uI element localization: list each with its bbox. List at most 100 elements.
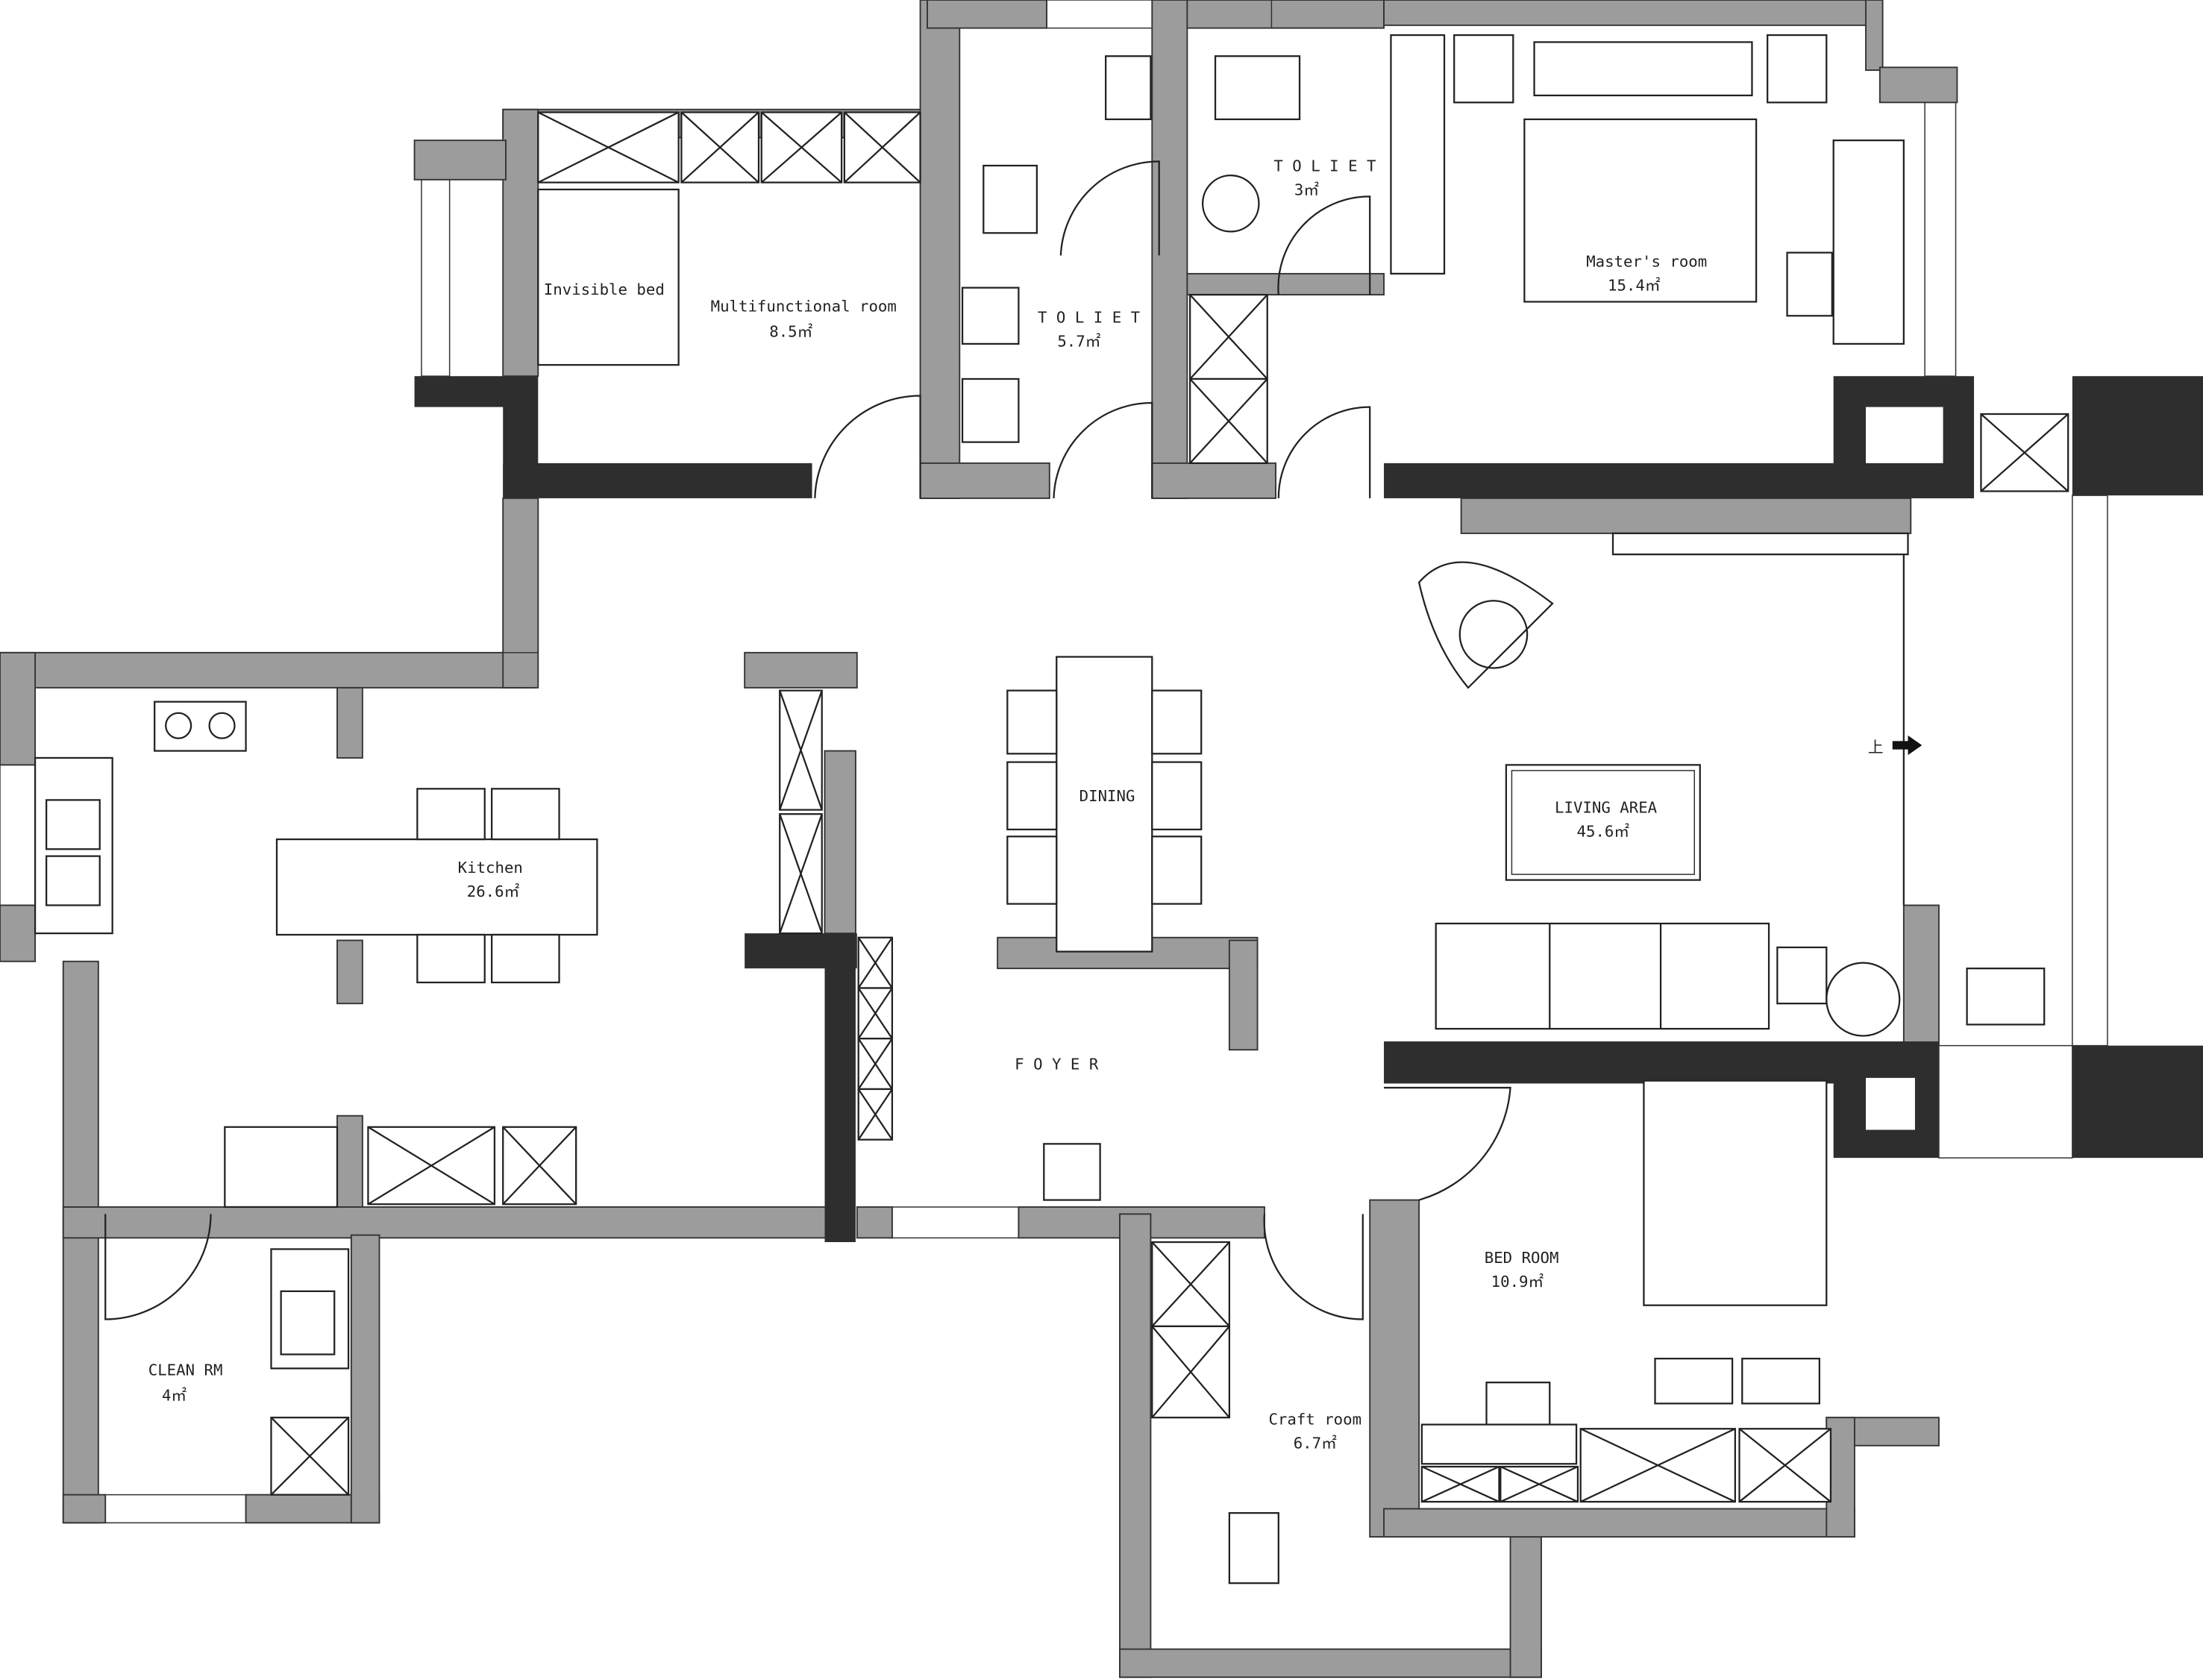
door-swing — [1263, 1214, 1364, 1320]
room-labels: Invisible bed Multifunctional room 8.5㎡ … — [148, 157, 1884, 1452]
side-table — [1458, 600, 1529, 669]
living-details — [165, 175, 1922, 1037]
furniture-item — [154, 700, 247, 752]
room-name-kitchen: Kitchen — [458, 859, 523, 877]
wall — [927, 0, 1047, 29]
cabinets — [270, 111, 2069, 1503]
furniture-item — [1611, 532, 1909, 556]
stove-burner-left — [165, 712, 192, 739]
cabinet-cross — [857, 1088, 893, 1141]
column-void — [1866, 1077, 1915, 1130]
wall — [1151, 0, 1188, 499]
wall — [336, 686, 363, 759]
room-name-foyer: F O Y E R — [1015, 1056, 1099, 1073]
furniture-item — [961, 377, 1020, 443]
furniture-item — [1453, 34, 1514, 104]
furniture-item — [1533, 41, 1753, 97]
furniture-item — [1043, 1143, 1101, 1201]
wall — [1878, 66, 1958, 104]
furniture-item — [1006, 761, 1058, 831]
furniture-item — [1214, 55, 1301, 121]
door-swing — [1053, 401, 1153, 498]
room-name-master: Master's room — [1586, 252, 1707, 270]
wall — [856, 1206, 893, 1239]
cabinet-cross — [1500, 1466, 1579, 1503]
stair-marker: 上 — [1868, 738, 1884, 756]
door-swing — [1277, 406, 1371, 498]
room-area-bedroom: 10.9㎡ — [1491, 1273, 1544, 1291]
room-area-craft: 6.7㎡ — [1294, 1435, 1337, 1452]
lounge-chair — [1417, 561, 1554, 689]
cabinet-cross — [1980, 413, 2069, 492]
cabinet-cross — [367, 1126, 495, 1206]
wall — [62, 1493, 107, 1524]
furniture-item — [1741, 1358, 1820, 1405]
furniture-item — [537, 188, 680, 366]
rug-border — [1511, 770, 1696, 875]
column — [2072, 376, 2203, 496]
furniture-item — [1390, 34, 1446, 275]
structural-columns — [414, 376, 2203, 1243]
cabinet-cross — [537, 111, 680, 184]
window — [891, 1206, 1020, 1239]
wall — [919, 0, 961, 499]
furniture-item — [1151, 761, 1203, 831]
furniture-item — [1006, 689, 1058, 755]
furniture-item — [491, 788, 560, 841]
furniture-item — [1523, 118, 1758, 303]
furniture-item — [1435, 922, 1770, 1030]
cabinet-cross — [1189, 378, 1268, 464]
cabinet-cross — [1151, 1241, 1230, 1327]
doors — [104, 160, 1511, 1320]
furniture-item — [1966, 968, 2046, 1026]
furniture-item — [961, 286, 1020, 345]
room-name-toilet-small: T O L I E T — [1273, 157, 1376, 175]
wall — [62, 1206, 830, 1239]
furniture-item — [416, 788, 486, 841]
window — [502, 498, 539, 653]
wall — [0, 904, 37, 962]
cabinet-cross — [760, 111, 842, 184]
furniture-item — [1643, 1079, 1828, 1306]
furniture-item — [491, 933, 560, 984]
wall — [824, 750, 856, 935]
window — [421, 179, 451, 377]
furniture-item — [1767, 34, 1828, 104]
column — [824, 933, 856, 1243]
column — [2072, 1045, 2203, 1159]
stove-burner-right — [208, 712, 236, 739]
furniture-item — [1105, 55, 1152, 121]
wall — [0, 651, 37, 766]
furniture — [34, 34, 2046, 1585]
room-name-craft: Craft room — [1268, 1411, 1361, 1429]
wall — [1151, 462, 1276, 499]
room-area-clean: 4㎡ — [162, 1387, 187, 1405]
furniture-item — [1228, 1511, 1279, 1585]
door-swing — [1277, 195, 1371, 295]
wall — [919, 462, 1050, 499]
wall — [744, 651, 858, 689]
washbasin — [1201, 175, 1260, 233]
window — [2072, 495, 2108, 1047]
wall — [350, 1234, 380, 1524]
wall — [502, 497, 539, 689]
room-name-multifunctional: Multifunctional room — [711, 298, 897, 316]
column — [503, 463, 812, 498]
wall — [1119, 1648, 1542, 1679]
room-area-toilet-small: 3㎡ — [1294, 181, 1319, 199]
wall — [1902, 904, 1940, 1047]
cabinet-cross — [1189, 294, 1268, 380]
furniture-item — [1006, 836, 1058, 905]
column-void — [1866, 407, 1943, 463]
furniture-item — [280, 1290, 336, 1355]
furniture-item — [416, 933, 486, 984]
wall — [62, 960, 99, 1524]
cabinet-cross — [779, 690, 823, 810]
wall — [1383, 0, 1870, 26]
cabinet-cross — [844, 111, 921, 184]
wall — [1119, 1213, 1152, 1679]
furniture-item — [1654, 1358, 1734, 1405]
furniture-item — [1151, 689, 1203, 755]
cabinet-cross — [857, 937, 893, 989]
